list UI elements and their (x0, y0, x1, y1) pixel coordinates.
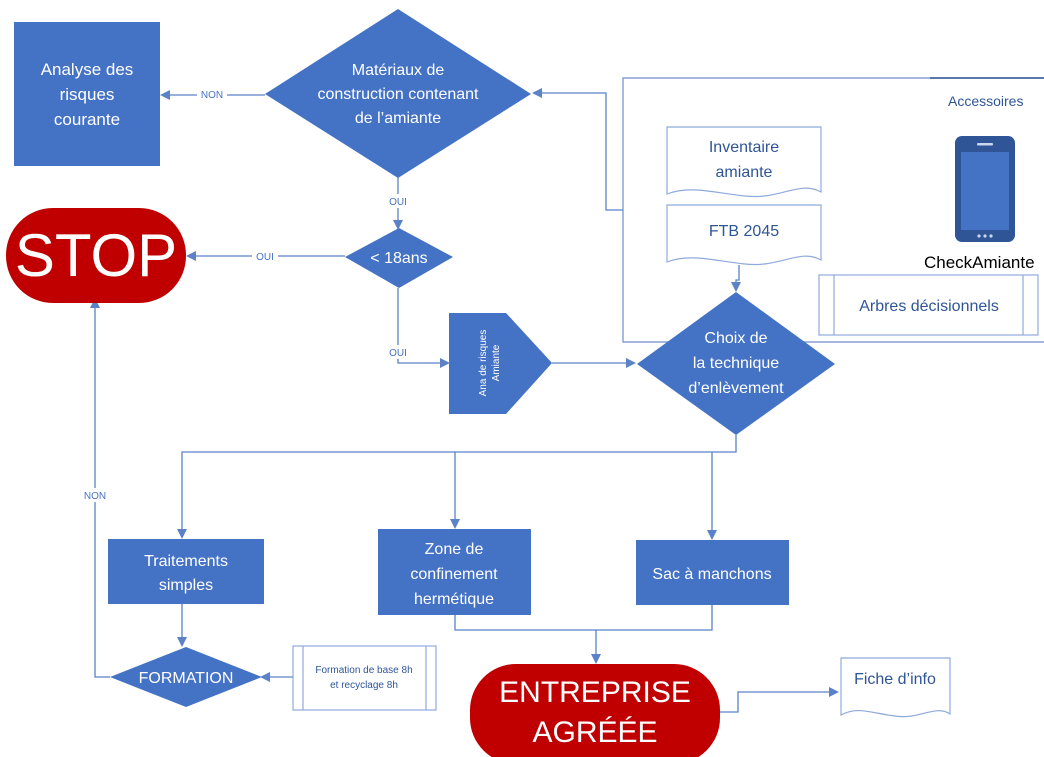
edge-formation-to-stop (90, 298, 110, 678)
edge-label-oui-stop: OUI (256, 252, 274, 263)
accessoires-label: Accessoires (948, 93, 1023, 109)
svg-text:la technique: la technique (693, 355, 779, 372)
svg-text:Matériaux de: Matériaux de (352, 62, 445, 79)
edge-label-non-left: NON (84, 491, 106, 502)
node-stop: STOP (6, 208, 186, 303)
checkamiante-label: CheckAmiante (924, 253, 1035, 272)
svg-text:Amiante: Amiante (491, 344, 502, 381)
doc-ftb-2045: FTB 2045 (666, 204, 822, 266)
edge-ftb-to-choix (731, 265, 741, 292)
svg-text:Fiche d’info: Fiche d’info (854, 671, 936, 688)
doc-fiche-info: Fiche d’info (840, 657, 951, 718)
svg-text:confinement: confinement (410, 566, 498, 583)
svg-text:de l’amiante: de l’amiante (355, 110, 441, 127)
smartphone-icon (955, 136, 1015, 242)
svg-text:d’enlèvement: d’enlèvement (688, 380, 784, 397)
connectors (90, 88, 839, 713)
svg-text:Inventaire: Inventaire (709, 139, 779, 156)
node-ana-risques: Ana de risques Amiante (449, 313, 552, 414)
svg-text:Traitements: Traitements (144, 553, 228, 570)
svg-text:FTB 2045: FTB 2045 (709, 223, 779, 240)
svg-text:Ana de risques: Ana de risques (478, 330, 489, 397)
edge-label-oui-1: OUI (389, 197, 407, 208)
svg-text:< 18ans: < 18ans (370, 250, 427, 267)
svg-text:ENTREPRISE: ENTREPRISE (499, 676, 691, 709)
edge-label-oui-2: OUI (389, 348, 407, 359)
node-arbres-decisionnels: Arbres décisionnels (818, 274, 1039, 336)
svg-text:Sac à manchons: Sac à manchons (652, 566, 771, 583)
svg-text:et recyclage 8h: et recyclage 8h (330, 680, 398, 691)
svg-text:STOP: STOP (15, 222, 177, 289)
edge-choix-to-traitements (177, 435, 737, 539)
svg-text:risques: risques (60, 85, 115, 104)
node-zone-confinement: Zone de confinement hermétique (378, 529, 531, 615)
svg-text:construction contenant: construction contenant (318, 86, 480, 103)
node-age-decision: < 18ans (345, 228, 453, 288)
doc-inventaire: Inventaire amiante (666, 126, 822, 198)
edge-age-to-ana (397, 288, 450, 368)
edge-label-non-top: NON (201, 90, 223, 101)
node-traitements-simples: Traitements simples (108, 539, 264, 604)
svg-text:FORMATION: FORMATION (139, 670, 234, 687)
node-sac-manchons: Sac à manchons (636, 540, 789, 605)
node-materiaux-decision: Matériaux de construction contenant de l… (265, 9, 531, 178)
svg-text:Zone de: Zone de (425, 541, 484, 558)
edge-merge-line (454, 605, 713, 631)
svg-text:Arbres décisionnels: Arbres décisionnels (859, 298, 999, 315)
svg-text:Choix de: Choix de (704, 330, 767, 347)
node-formation-decision: FORMATION (110, 647, 262, 707)
svg-text:simples: simples (159, 577, 213, 594)
svg-text:amiante: amiante (716, 164, 773, 181)
svg-text:Formation de base 8h: Formation de base 8h (315, 665, 412, 676)
edge-entreprise-to-fiche (720, 687, 839, 713)
edge-panel-to-materiaux (532, 88, 623, 211)
node-entreprise-agreee: ENTREPRISE AGRÉÉE (470, 664, 720, 757)
svg-text:courante: courante (54, 110, 120, 129)
svg-text:hermétique: hermétique (414, 591, 494, 608)
svg-text:AGRÉÉE: AGRÉÉE (532, 716, 657, 749)
node-formation-base: Formation de base 8h et recyclage 8h (292, 645, 437, 711)
node-analyse: Analyse des risques courante (14, 22, 160, 166)
svg-text:Analyse des: Analyse des (41, 60, 134, 79)
node-choix-decision: Choix de la technique d’enlèvement (637, 292, 835, 435)
